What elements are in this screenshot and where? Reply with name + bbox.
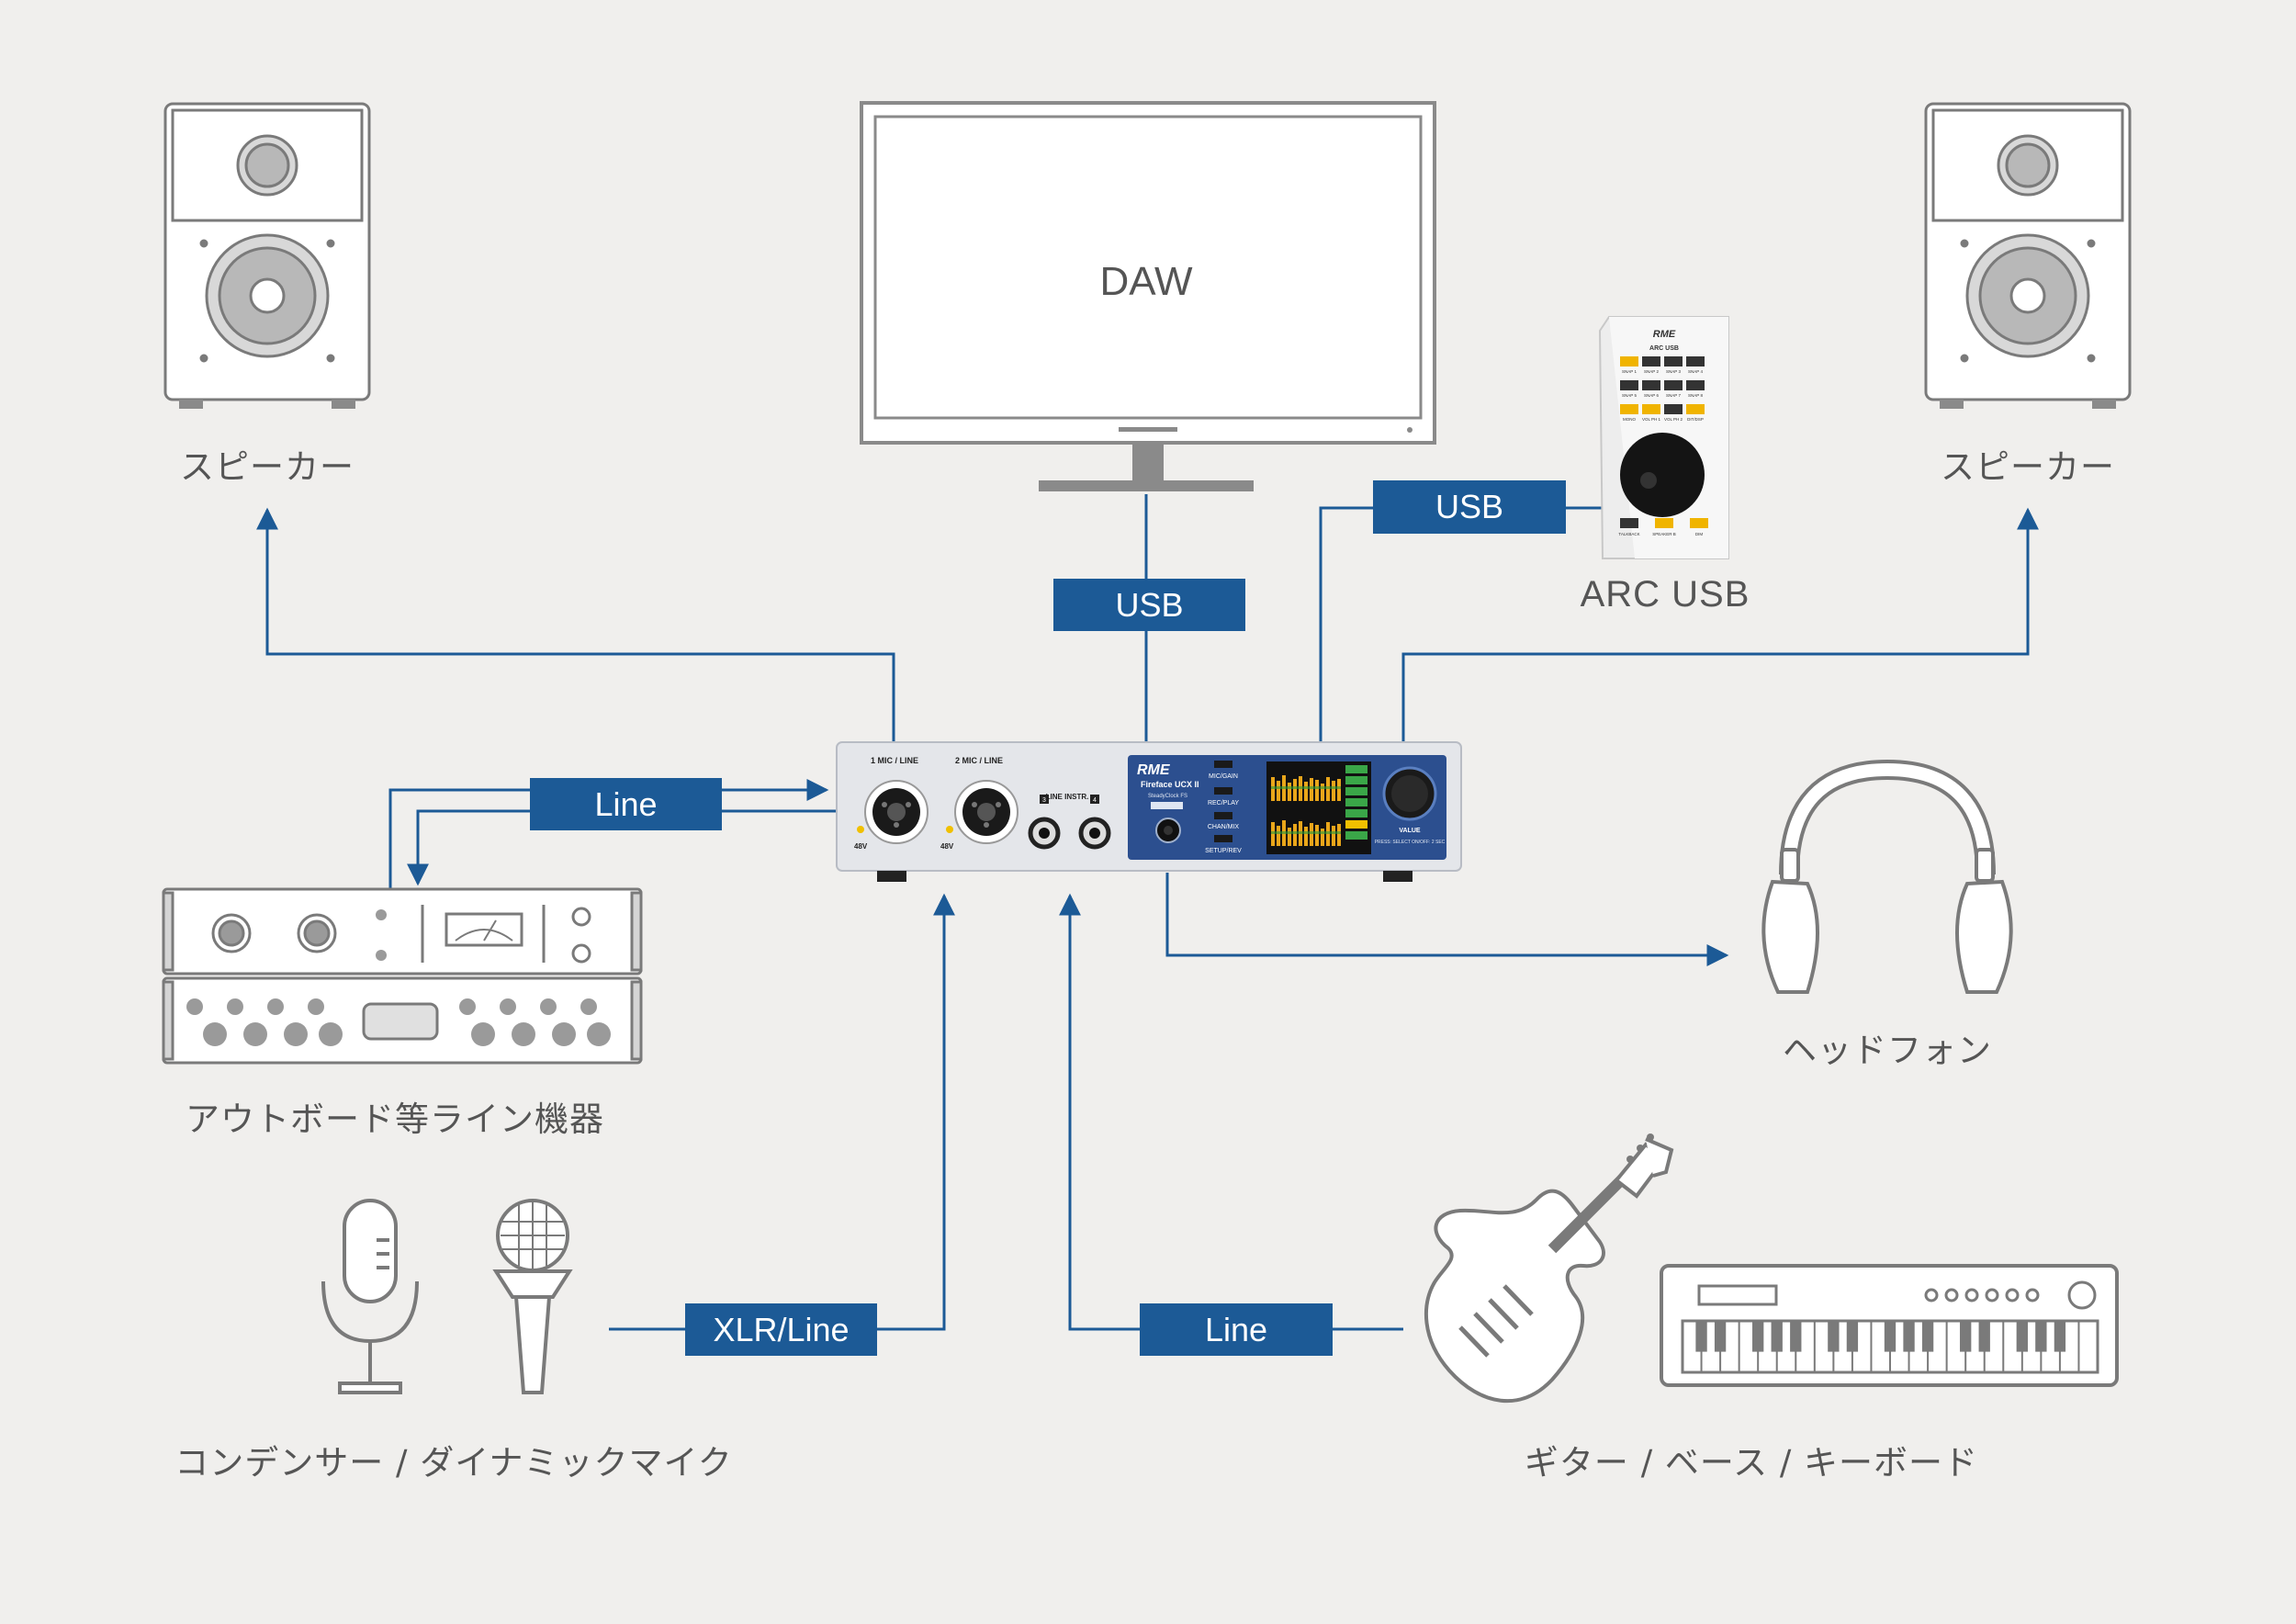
arc-snap-row-2: SNAP 5 SNAP 6 SNAP 7 SNAP 8 (1620, 380, 1705, 398)
black-key (1903, 1321, 1915, 1352)
black-key (1978, 1321, 1990, 1352)
model-label: Fireface UCX II (1141, 780, 1199, 789)
arc-snap-7-label: SNAP 7 (1666, 393, 1681, 398)
btn-setup-rev-label: SETUP/REV (1205, 848, 1242, 854)
line-instruments (1059, 893, 1403, 1331)
daw-label: DAW (1099, 259, 1193, 304)
black-key (1714, 1321, 1727, 1352)
black-key (2016, 1321, 2028, 1352)
black-key (1828, 1321, 1840, 1352)
line-headphones (1165, 873, 1729, 966)
dynamic-mic-icon (492, 1199, 573, 1394)
outboard-label: アウトボード等ライン機器 (186, 1100, 604, 1139)
black-key (2054, 1321, 2066, 1352)
xlr-line-tag: XLR/Line (685, 1303, 877, 1356)
arc-snap-2-label: SNAP 2 (1644, 369, 1659, 374)
guitar-icon (1424, 1133, 1674, 1404)
value-knob-sublabel: PRESS: SELECT ON/OFF: 2 SEC (1375, 840, 1446, 845)
ch4-label: 4 (1093, 797, 1097, 804)
arc-mono-label: MONO (1623, 417, 1636, 422)
line-instr-label: LINE INSTR. (1046, 793, 1089, 801)
value-knob-label: VALUE (1399, 828, 1421, 834)
line-right-speaker (1401, 507, 2039, 742)
black-key (1752, 1321, 1764, 1352)
black-key (2035, 1321, 2047, 1352)
headphones-label: ヘッドフォン (1783, 1031, 1992, 1070)
line-left-speaker (256, 507, 895, 742)
arc-function-row: MONO VOL PH 1 VOL PH 2 DIT/DSP (1620, 404, 1705, 422)
arc-snap-3-label: SNAP 3 (1666, 369, 1681, 374)
speaker-right (1924, 102, 2132, 409)
arc-snap-row-1: SNAP 1 SNAP 2 SNAP 3 SNAP 4 (1620, 356, 1705, 374)
speaker-right-label: スピーカー (1941, 447, 2115, 487)
speaker-left (163, 102, 371, 409)
arc-title: ARC USB (1649, 345, 1679, 352)
btn-mic-gain-label: MIC/GAIN (1209, 773, 1238, 780)
xlr-combo-input-2 (954, 780, 1019, 844)
black-key (1884, 1321, 1896, 1352)
usb-arc-tag: USB (1373, 480, 1566, 534)
arc-volph1-label: VOL PH 1 (1642, 417, 1661, 422)
phantom-label-1: 48V (854, 842, 868, 851)
audio-interface: 1 MIC / LINE 2 MIC / LINE 48V 48V 3 4 LI… (836, 741, 1462, 882)
phantom-label-2: 48V (940, 842, 954, 851)
arc-usb-label: ARC USB (1580, 574, 1750, 615)
arc-snap-5-label: SNAP 5 (1622, 393, 1637, 398)
arc-talkback-label: TALKBACK (1618, 532, 1639, 536)
black-key (1846, 1321, 1859, 1352)
rme-logo: RME (1137, 762, 1171, 778)
headphones-icon (1761, 759, 2013, 994)
arc-snap-4-label: SNAP 4 (1688, 369, 1703, 374)
line-outboard-tag: Line (530, 778, 722, 830)
arc-bottom-row: TALKBACK SPEAKER B DIM (1618, 518, 1708, 536)
arc-volph2-label: VOL PH 2 (1664, 417, 1683, 422)
input-1-label: 1 MIC / LINE (871, 756, 918, 765)
daw-monitor (860, 101, 1436, 491)
keyboard-icon (1660, 1264, 2119, 1387)
black-key (1771, 1321, 1783, 1352)
arc-speakerb-label: SPEAKER B (1652, 532, 1676, 536)
level-display (1266, 761, 1371, 854)
line-usb-arc (1319, 506, 1607, 742)
xlr-combo-input-1 (864, 780, 929, 844)
arc-dsp-label: DIT/DSP (1687, 417, 1704, 422)
condenser-mic-icon (321, 1199, 419, 1394)
outboard-gear (162, 887, 643, 1065)
speaker-left-label: スピーカー (180, 447, 355, 487)
arc-usb-remote: RME ARC USB SNAP 1 SNAP 2 SNAP 3 SNAP 4 … (1598, 316, 1729, 559)
ch3-label: 3 (1042, 797, 1046, 804)
mics-label: コンデンサー / ダイナミックマイク (174, 1443, 733, 1483)
arc-dim-label: DIM (1695, 532, 1704, 536)
usb-daw-tag: USB (1053, 579, 1245, 631)
line-instruments-tag: Line (1140, 1303, 1333, 1356)
black-key (1790, 1321, 1802, 1352)
btn-rec-play-label: REC/PLAY (1208, 800, 1239, 806)
arc-snap-6-label: SNAP 6 (1644, 393, 1659, 398)
black-key (1695, 1321, 1707, 1352)
black-key (1921, 1321, 1934, 1352)
arc-snap-8-label: SNAP 8 (1688, 393, 1703, 398)
arc-snap-1-label: SNAP 1 (1622, 369, 1637, 374)
black-key (1960, 1321, 1972, 1352)
line-mic (609, 893, 955, 1331)
instruments-label: ギター / ベース / キーボード (1524, 1443, 1979, 1483)
arc-brand: RME (1653, 329, 1676, 340)
btn-chan-mix-label: CHAN/MIX (1208, 824, 1240, 830)
input-2-label: 2 MIC / LINE (955, 756, 1003, 765)
clock-label: SteadyClock FS (1148, 794, 1187, 799)
arc-knob (1620, 433, 1705, 517)
